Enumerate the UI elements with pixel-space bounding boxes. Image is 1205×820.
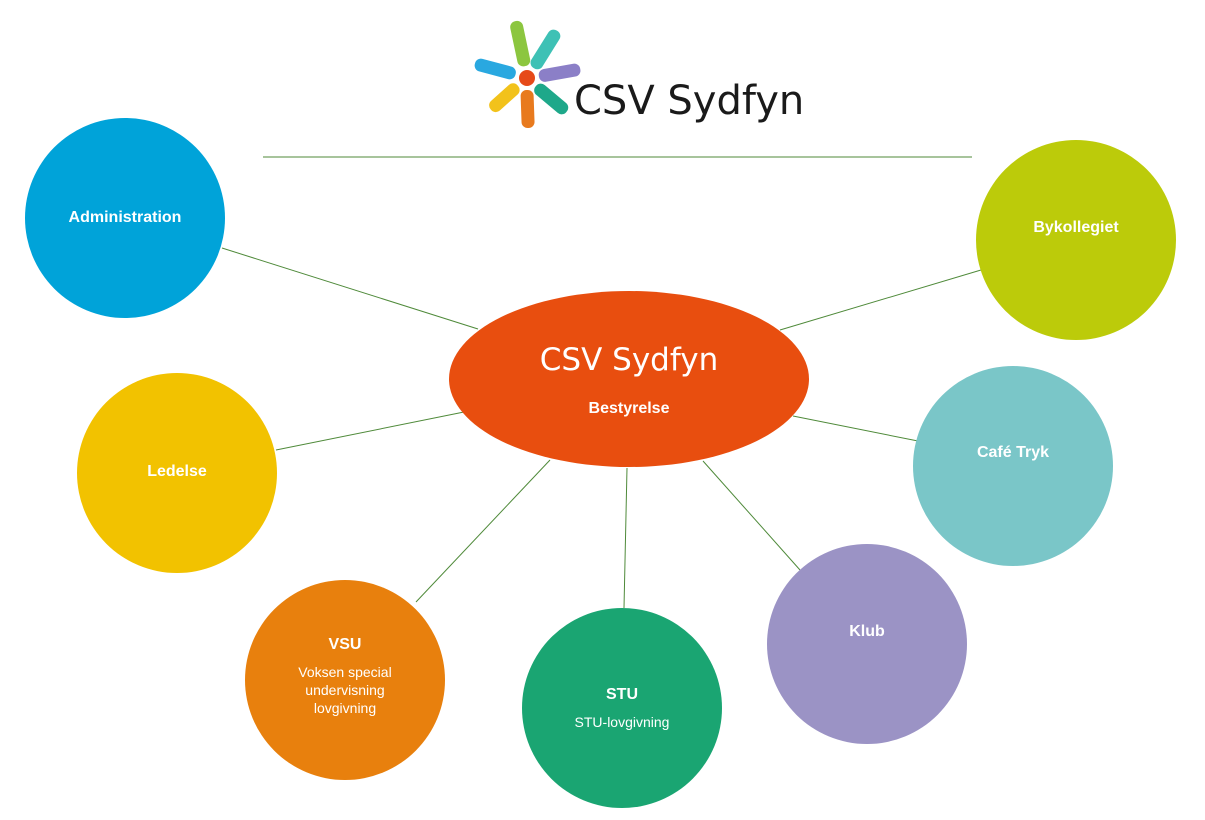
- logo-text: CSV Sydfyn: [574, 78, 804, 124]
- node-sub-line: lovgivning: [314, 700, 376, 716]
- node-circle: [245, 580, 445, 780]
- node-bykollegiet: Bykollegiet: [976, 140, 1176, 340]
- connector-ledelse: [275, 411, 465, 451]
- node-circle: [77, 373, 277, 573]
- node-title: VSU: [329, 636, 362, 653]
- connector-stu: [623, 467, 628, 609]
- flower-brush-icon: [474, 20, 581, 129]
- logo-petal: [474, 58, 516, 80]
- center-node: CSV Sydfyn Bestyrelse: [449, 291, 809, 467]
- connectors: [221, 247, 982, 609]
- csv-sydfyn-logo: CSV Sydfyn: [474, 20, 804, 129]
- node-circle: [976, 140, 1176, 340]
- node-title: Klub: [849, 623, 885, 640]
- node-klub: Klub: [767, 544, 967, 744]
- logo-petal: [534, 83, 569, 115]
- node-circle: [767, 544, 967, 744]
- node-circle: [522, 608, 722, 808]
- node-sub-line: Voksen special: [298, 664, 391, 680]
- node-sub-line: STU-lovgivning: [575, 714, 670, 730]
- node-vsu: VSU Voksen special undervisning lovgivni…: [245, 580, 445, 780]
- connector-bykollegiet: [779, 269, 982, 331]
- connector-cafe-tryk: [792, 415, 919, 442]
- node-title: Café Tryk: [977, 444, 1049, 461]
- node-title: Ledelse: [147, 463, 207, 480]
- node-circle: [913, 366, 1113, 566]
- connector-klub: [702, 460, 801, 571]
- center-title: CSV Sydfyn: [540, 342, 718, 378]
- connector-administration: [221, 247, 479, 330]
- center-subtitle: Bestyrelse: [589, 400, 670, 417]
- logo-center-dot: [519, 70, 535, 86]
- node-sub-line: undervisning: [305, 682, 384, 698]
- node-title: Bykollegiet: [1033, 219, 1119, 236]
- node-title: Administration: [69, 209, 182, 226]
- node-cafe-tryk: Café Tryk: [913, 366, 1113, 566]
- node-ledelse: Ledelse: [77, 373, 277, 573]
- logo-petal: [520, 89, 535, 129]
- center-ellipse: [449, 291, 809, 467]
- node-circle: [25, 118, 225, 318]
- logo-petal: [538, 63, 581, 82]
- node-title: STU: [606, 686, 638, 703]
- connector-vsu: [415, 459, 551, 603]
- logo-petal: [530, 29, 561, 70]
- logo-petal: [489, 83, 520, 113]
- node-administration: Administration: [25, 118, 225, 318]
- node-stu: STU STU-lovgivning: [522, 608, 722, 808]
- logo-petal: [510, 20, 531, 67]
